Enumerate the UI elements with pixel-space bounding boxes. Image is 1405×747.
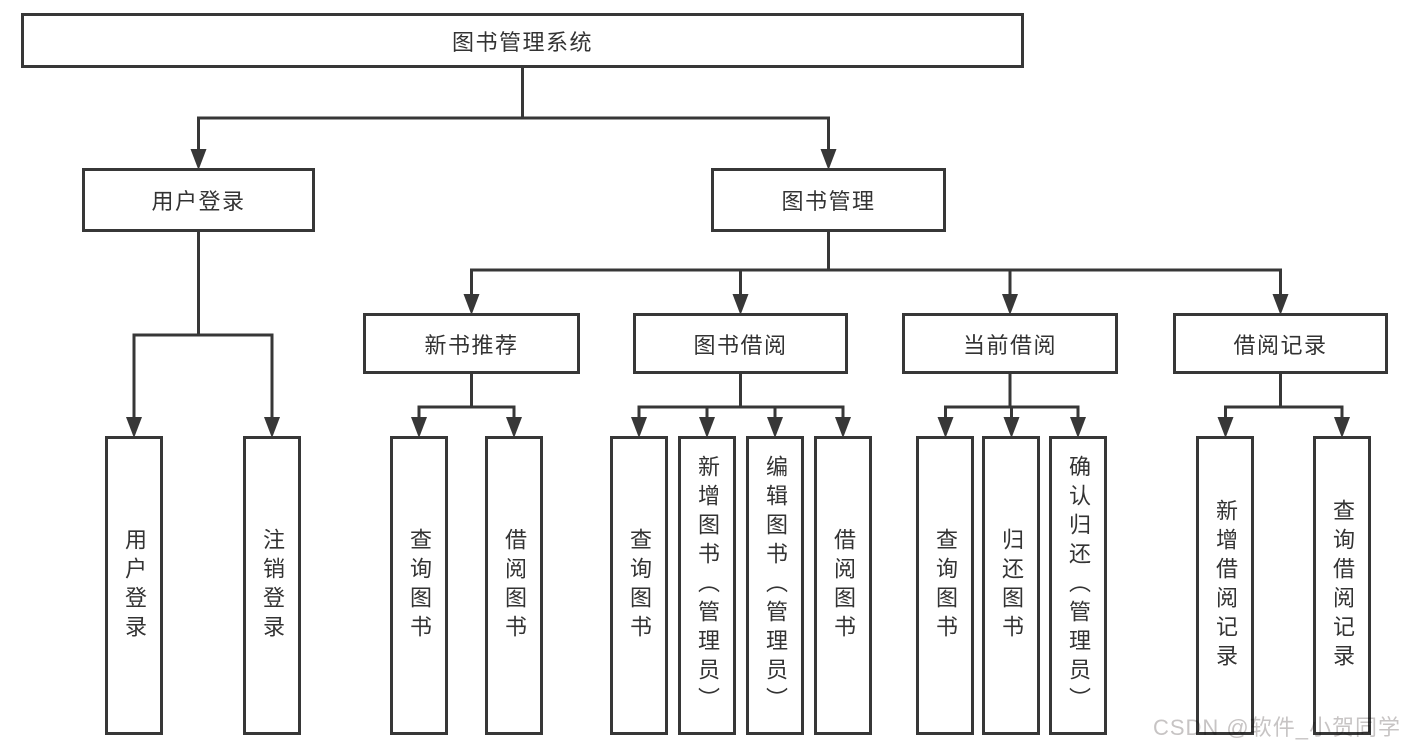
- node-book-borrow: 图书借阅: [633, 313, 848, 374]
- node-label-borrow-records: 借阅记录: [1233, 332, 1328, 358]
- arrowhead: [631, 417, 647, 438]
- node-book-management: 图书管理: [711, 168, 946, 232]
- node-label-br-add-record: 新增借阅记录: [1213, 498, 1238, 673]
- node-nbr-query-book: 查询图书: [390, 436, 448, 735]
- node-bb-edit-book: 编辑图书（管理员）: [746, 436, 804, 735]
- arrowhead: [937, 417, 954, 438]
- arrowhead: [411, 417, 427, 438]
- node-label-bb-borrow-book: 借阅图书: [831, 527, 856, 644]
- node-logout: 注销登录: [243, 436, 301, 735]
- arrowhead: [190, 149, 207, 170]
- arrowhead: [1002, 294, 1018, 315]
- connector-2: [463, 230, 1289, 315]
- node-label-br-query-record: 查询借阅记录: [1330, 498, 1355, 673]
- node-login: 用户登录: [105, 436, 163, 735]
- node-nbr-borrow-book: 借阅图书: [485, 436, 543, 735]
- arrowhead: [126, 417, 142, 438]
- node-system: 图书管理系统: [21, 13, 1024, 68]
- node-label-bb-query-book: 查询图书: [627, 527, 652, 644]
- node-label-nbr-borrow-book: 借阅图书: [502, 527, 527, 644]
- arrowhead: [699, 417, 715, 438]
- connector-4: [631, 372, 851, 438]
- connector-0: [190, 66, 837, 170]
- node-label-book-management: 图书管理: [781, 189, 876, 214]
- node-bb-query-book: 查询图书: [610, 436, 668, 735]
- node-label-user-login: 用户登录: [151, 189, 246, 214]
- node-label-book-borrow: 图书借阅: [693, 332, 788, 358]
- node-borrow-records: 借阅记录: [1173, 313, 1388, 374]
- arrowhead: [1070, 417, 1086, 438]
- node-new-book-recommend: 新书推荐: [363, 313, 580, 374]
- node-label-current-borrow: 当前借阅: [962, 332, 1057, 358]
- arrowhead: [820, 149, 837, 170]
- node-br-add-record: 新增借阅记录: [1196, 436, 1254, 735]
- arrowhead: [732, 294, 749, 315]
- watermark: CSDN @软件_小贺同学: [1152, 715, 1401, 740]
- connector-6: [1217, 372, 1350, 438]
- arrowhead: [1217, 417, 1234, 438]
- arrowhead: [1003, 417, 1020, 438]
- connector-1: [126, 230, 280, 438]
- node-bb-borrow-book: 借阅图书: [814, 436, 872, 735]
- node-label-nbr-query-book: 查询图书: [407, 527, 432, 644]
- arrowhead: [506, 417, 522, 438]
- arrowhead: [1334, 417, 1350, 438]
- node-label-system: 图书管理系统: [451, 29, 593, 55]
- arrowhead: [463, 294, 480, 315]
- arrowhead: [767, 417, 783, 438]
- arrowhead: [264, 417, 280, 438]
- node-label-cb-return-book: 归还图书: [999, 527, 1024, 644]
- node-label-new-book-recommend: 新书推荐: [424, 332, 519, 358]
- node-bb-add-book: 新增图书（管理员）: [678, 436, 736, 735]
- node-label-logout: 注销登录: [260, 527, 285, 644]
- node-label-cb-confirm-return: 确认归还（管理员）: [1066, 455, 1091, 716]
- node-label-login: 用户登录: [122, 527, 147, 644]
- node-label-cb-query-book: 查询图书: [933, 527, 958, 644]
- node-cb-return-book: 归还图书: [982, 436, 1040, 735]
- node-current-borrow: 当前借阅: [902, 313, 1118, 374]
- node-cb-confirm-return: 确认归还（管理员）: [1049, 436, 1107, 735]
- node-label-bb-edit-book: 编辑图书（管理员）: [763, 455, 788, 716]
- arrowhead: [1272, 294, 1289, 315]
- node-br-query-record: 查询借阅记录: [1313, 436, 1371, 735]
- connector-3: [411, 372, 522, 438]
- node-user-login: 用户登录: [82, 168, 315, 232]
- node-label-bb-add-book: 新增图书（管理员）: [695, 455, 720, 716]
- node-cb-query-book: 查询图书: [916, 436, 974, 735]
- connector-5: [937, 372, 1086, 438]
- arrowhead: [835, 417, 851, 438]
